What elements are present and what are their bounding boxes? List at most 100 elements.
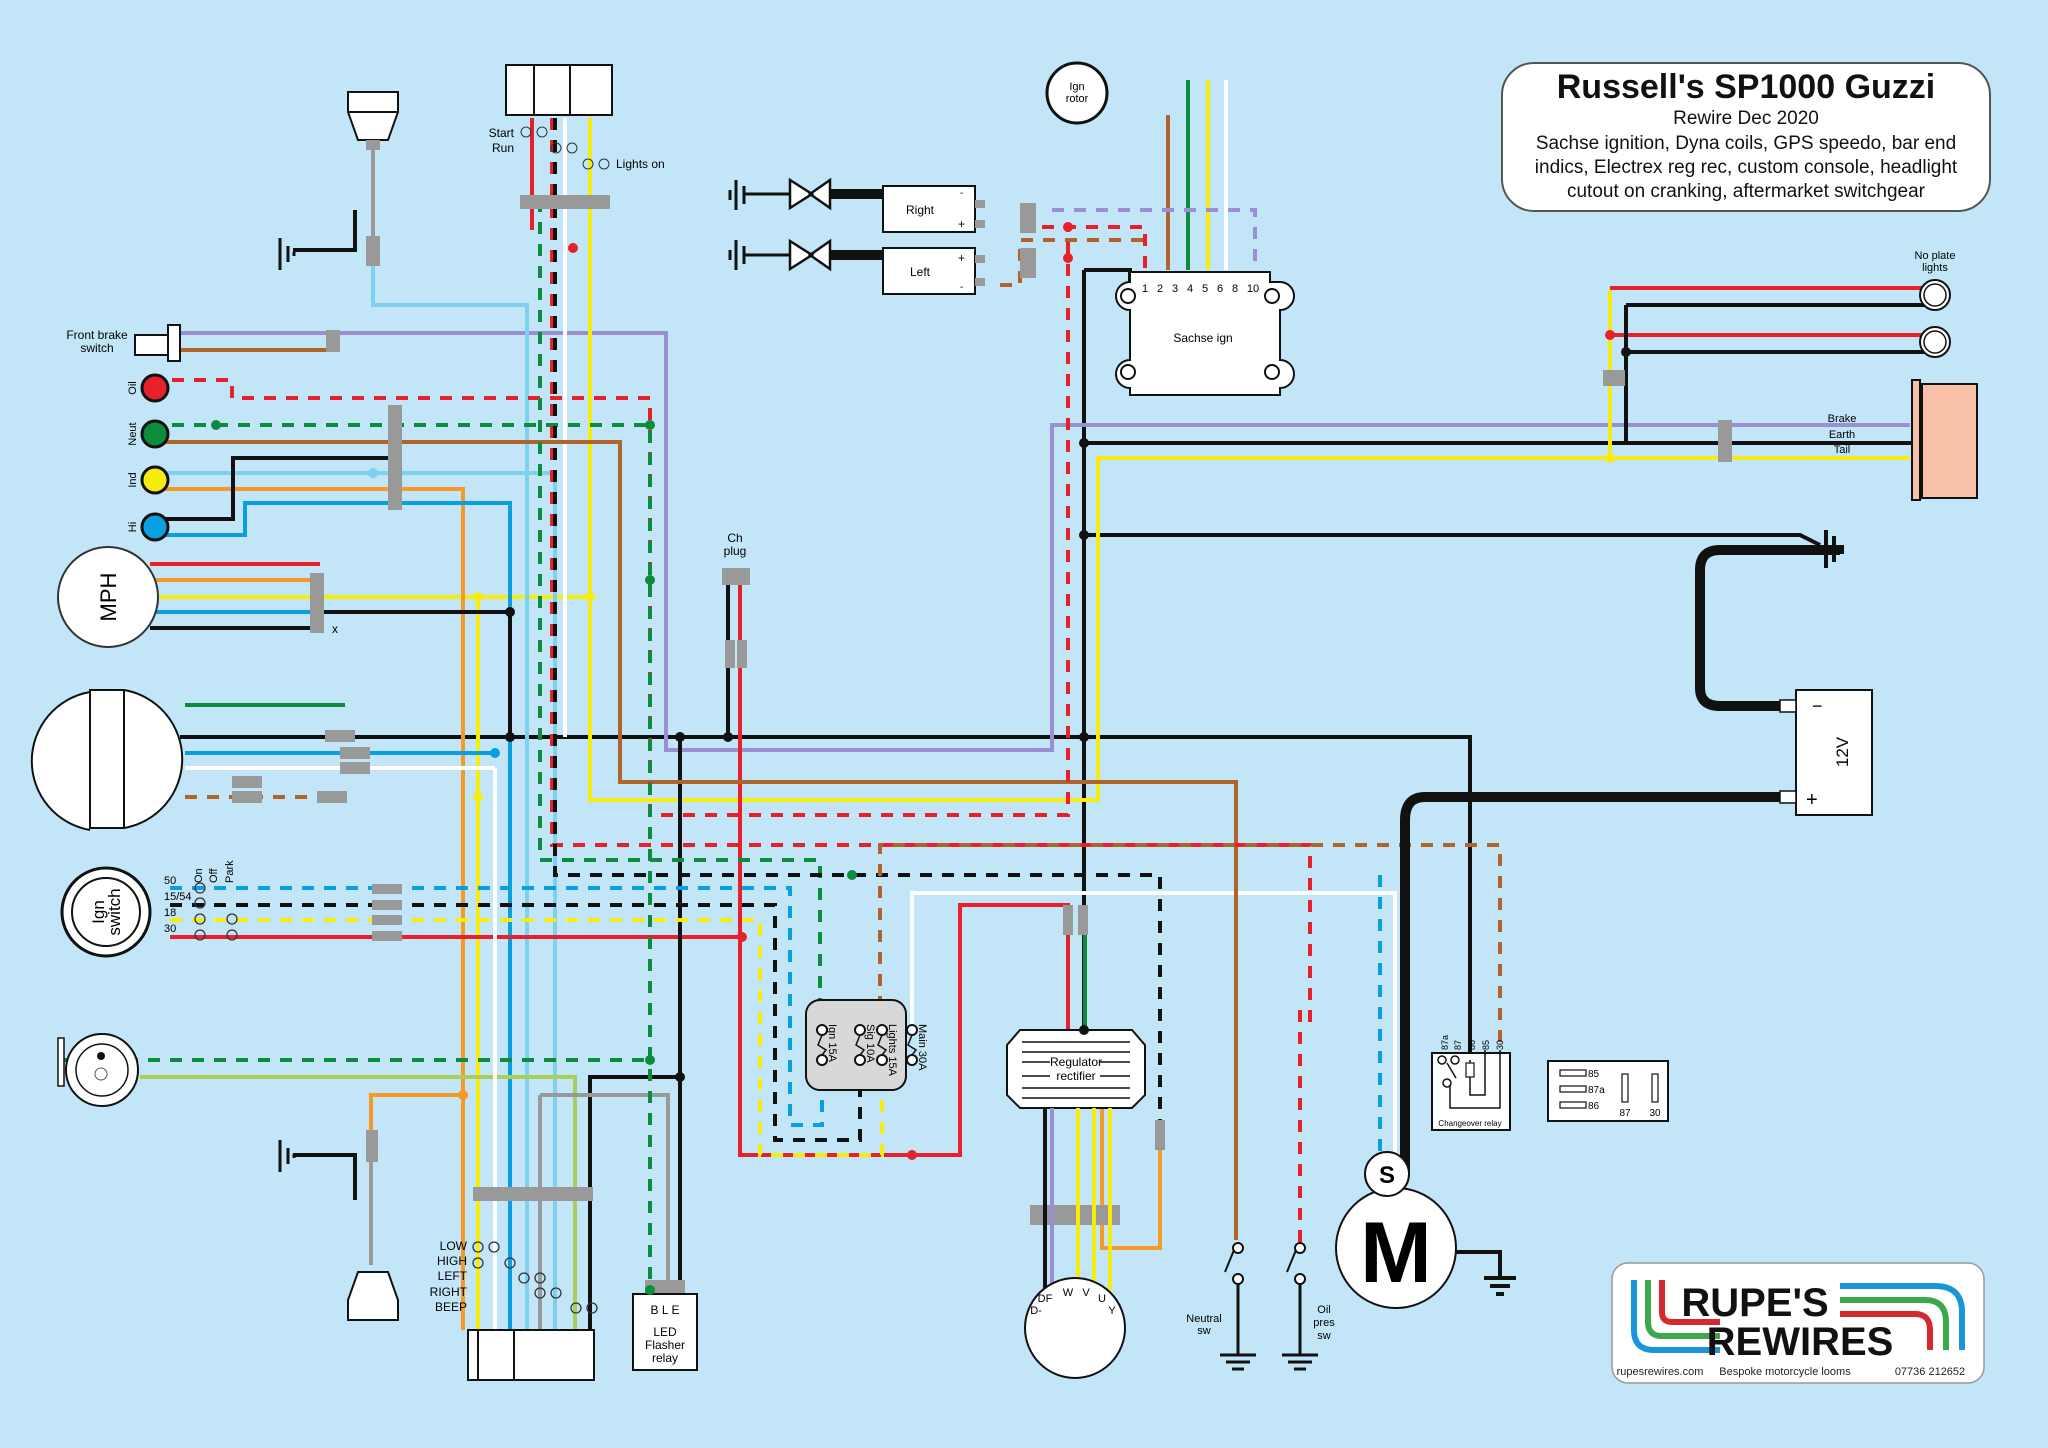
connector-reg-red (1063, 905, 1073, 935)
sachse-pin-label: 10 (1247, 283, 1259, 295)
warning-light-oil (140, 373, 170, 403)
wire-reg-orange (1100, 1100, 1162, 1250)
ign-terminal-label: 50 (164, 875, 176, 887)
wire-brake-purple (180, 331, 1910, 752)
logo-line-1: RUPE'S (1681, 1281, 1828, 1325)
flasher-label-1: LED (653, 1325, 677, 1339)
ign-switch-label-2: switch (105, 888, 124, 935)
logo-line-2: REWIRES (1707, 1320, 1894, 1364)
junction-dot (458, 1090, 468, 1100)
rotor-label-1: Ign (1069, 81, 1084, 93)
junction-dot (1079, 530, 1089, 540)
wire-orange-rear (369, 1093, 463, 1140)
connector-tail (1718, 420, 1732, 462)
regulator-label-1: Regulator (1050, 1055, 1102, 1069)
coil-right-label: Right (906, 203, 935, 217)
coil-left-pos: + (958, 251, 965, 265)
coil-right-neg: - (960, 188, 963, 199)
left-switch-pos-low: LOW (440, 1239, 468, 1253)
junction-dot (211, 420, 221, 430)
ign-terminal-label: 18 (164, 907, 176, 919)
junction-dot (645, 1055, 655, 1065)
junction-dot (1079, 732, 1089, 742)
front-brake-label-2: switch (80, 341, 113, 355)
wire-sig-greenblack (553, 118, 1162, 1120)
neutral-switch-label-2: sw (1197, 1325, 1211, 1337)
tail-light: Brake Earth Tail (1828, 379, 1978, 501)
logo-phone: 07736 212652 (1895, 1366, 1965, 1378)
rupes-rewires-logo: RUPE'S REWIRES rupesrewires.com Bespoke … (1611, 1262, 1985, 1384)
alternator-pin-label: D- (1030, 1305, 1042, 1317)
wires (60, 80, 1925, 1330)
warning-light-hi (140, 512, 170, 542)
neutral-switch: Neutral sw (1186, 1242, 1256, 1371)
switch-pos-start: Start (489, 126, 515, 140)
junction-dot (1079, 438, 1089, 448)
junction-dot (1605, 453, 1615, 463)
plate-lights: No plate lights (1915, 250, 1955, 358)
wire-neutral-brown (150, 440, 1238, 1240)
wire-grey-flasher (540, 1093, 670, 1290)
wire-coil-red (1020, 225, 1147, 285)
headlight (30, 689, 184, 831)
alternator-pin-label: W (1063, 1287, 1074, 1299)
alternator-pin-label: U (1098, 1293, 1106, 1305)
left-switch-pos-left: LEFT (438, 1269, 468, 1283)
ign-switch-label-1: Ign (89, 900, 108, 924)
pinout-label: 85 (1588, 1069, 1600, 1080)
sachse-pin-label: 8 (1232, 283, 1238, 295)
battery-positive-label: + (1806, 789, 1818, 811)
ground-icon (278, 238, 296, 270)
flasher-terminals: B L E (651, 1303, 680, 1317)
wire-earth-indicator-rear (293, 1153, 357, 1200)
connector-headlight-1 (325, 730, 355, 742)
speedo-label: MPH (96, 573, 121, 622)
connector-headlight-4 (232, 776, 262, 788)
fuse-label: Lights 15A (886, 1024, 898, 1077)
connector-charge-plug (722, 568, 750, 585)
front-indicator (278, 91, 399, 270)
diagram-subtitle: Rewire Dec 2020 (1673, 108, 1819, 129)
left-switch-pos-high: HIGH (437, 1254, 467, 1268)
rear-indicator (278, 1140, 399, 1321)
junction-dot (645, 575, 655, 585)
wire-black-hi (150, 456, 390, 521)
starter-motor: S M (1335, 1151, 1516, 1309)
wire-lights-brownwhite (878, 843, 1502, 1060)
flasher-label-3: relay (652, 1351, 678, 1365)
junction-dot (1605, 330, 1615, 340)
tail-wire-brake-label: Brake (1828, 413, 1857, 425)
warning-light-label: Oil (127, 381, 139, 394)
sachse-pin-label: 1 (1142, 283, 1148, 295)
junction-dot (1079, 1025, 1089, 1035)
alternator-pin-label: DF (1038, 1293, 1053, 1305)
junction-dot (568, 243, 578, 253)
sachse-pin-label: 4 (1187, 283, 1193, 295)
oil-switch-label-3: sw (1317, 1330, 1331, 1342)
connector-reg-orange (1155, 1120, 1165, 1150)
junction-dot (1621, 347, 1631, 357)
ground-icon (1456, 1250, 1516, 1296)
sachse-pin-label: 5 (1202, 283, 1208, 295)
wire-ign15 (170, 903, 862, 1142)
ign-position-label: Off (208, 868, 220, 883)
led-flasher-relay: B L E LED Flasher relay (632, 1293, 698, 1371)
connector-coil-left (1020, 248, 1036, 278)
fuse-label: Ign 15A (826, 1024, 838, 1063)
regulator-label-2: rectifier (1056, 1069, 1095, 1083)
wire-coil-purple (1052, 208, 1257, 285)
connector-charge-black (725, 640, 735, 668)
connector-ign-2 (372, 900, 402, 910)
connector-left-switch (473, 1187, 593, 1201)
connector-ign-1 (372, 884, 402, 894)
coil-left: Left + - (728, 238, 985, 295)
switch-pos-run: Run (492, 141, 514, 155)
diagram-title: Russell's SP1000 Guzzi (1557, 68, 1935, 106)
pinout-label: 87 (1619, 1108, 1631, 1119)
warning-light-ind (140, 465, 170, 495)
front-brake-switch: Front brake switch (66, 324, 181, 362)
